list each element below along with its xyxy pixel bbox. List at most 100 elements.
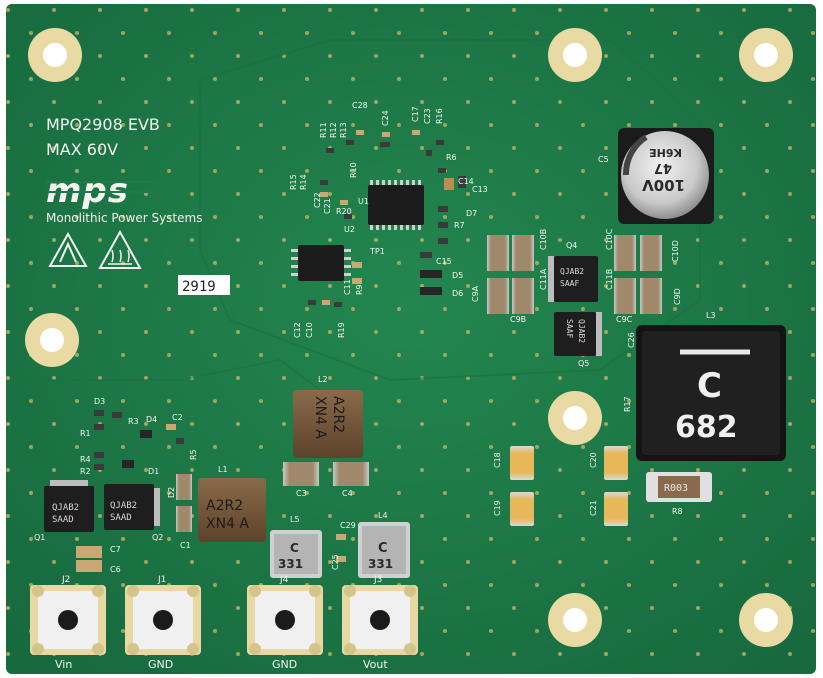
board-voltage-rating: MAX 60V (46, 140, 118, 159)
inductor-l1: A2R2 XN4 A (176, 474, 266, 542)
svg-text:C12: C12 (293, 322, 302, 338)
svg-text:L5: L5 (290, 515, 300, 524)
svg-text:C1: C1 (180, 541, 191, 550)
svg-text:C20: C20 (589, 452, 598, 468)
svg-text:SAAF: SAAF (560, 279, 579, 288)
svg-text:C: C (697, 366, 722, 406)
svg-text:C15: C15 (436, 257, 452, 266)
svg-text:R13: R13 (339, 122, 348, 138)
svg-text:C3: C3 (296, 489, 307, 498)
svg-text:L3: L3 (706, 311, 716, 320)
connector-label-gnd-2: GND (272, 658, 297, 671)
svg-text:331: 331 (278, 557, 303, 571)
svg-text:682: 682 (675, 410, 738, 445)
svg-text:100V: 100V (642, 176, 685, 194)
svg-text:SAAF: SAAF (565, 319, 574, 338)
svg-text:C19: C19 (493, 500, 502, 516)
svg-text:C17: C17 (411, 106, 420, 122)
svg-text:R6: R6 (446, 153, 457, 162)
svg-text:R14: R14 (299, 174, 308, 190)
connector-label-gnd-1: GND (148, 658, 173, 671)
svg-text:D3: D3 (94, 397, 105, 406)
svg-text:C10B: C10B (539, 229, 548, 250)
svg-text:R9: R9 (355, 284, 364, 295)
svg-text:L2: L2 (318, 375, 328, 384)
svg-text:A2R2: A2R2 (330, 396, 346, 433)
svg-text:C24: C24 (381, 110, 390, 126)
svg-text:C21: C21 (323, 198, 332, 214)
svg-text:QJAB2: QJAB2 (560, 267, 584, 276)
svg-text:R20: R20 (336, 207, 352, 216)
power-inductor-l3: C 682 (636, 325, 786, 461)
svg-text:R003: R003 (664, 483, 688, 494)
reference-designators: C28 R11 R12 R13 C24 C17 C23 R16 R6 R15 R… (34, 101, 716, 574)
svg-text:K6HE: K6HE (649, 146, 682, 159)
svg-text:C4: C4 (342, 489, 353, 498)
svg-text:QJAB2: QJAB2 (577, 319, 586, 343)
connector-ref-j3: J3 (373, 575, 382, 585)
svg-text:C13: C13 (472, 185, 488, 194)
svg-text:R17: R17 (623, 396, 632, 412)
svg-text:C11: C11 (343, 279, 352, 295)
svg-text:Q1: Q1 (34, 533, 45, 542)
svg-text:C7: C7 (110, 545, 121, 554)
svg-text:R5: R5 (189, 449, 198, 460)
svg-text:C9D: C9D (673, 288, 682, 305)
svg-text:XN4 A: XN4 A (312, 396, 328, 439)
mosfet-q5: QJAB2 SAAF (554, 312, 602, 356)
svg-text:U1: U1 (358, 197, 369, 206)
svg-text:R15: R15 (289, 174, 298, 190)
svg-text:C18: C18 (493, 452, 502, 468)
svg-text:A2R2: A2R2 (206, 498, 243, 514)
svg-text:L1: L1 (218, 465, 228, 474)
svg-text:R11: R11 (319, 122, 328, 138)
svg-text:D6: D6 (452, 289, 463, 298)
svg-text:C9A: C9A (471, 285, 480, 302)
svg-text:C10D: C10D (671, 240, 680, 262)
svg-text:L4: L4 (378, 511, 388, 520)
svg-text:C14: C14 (458, 177, 474, 186)
svg-text:R10: R10 (349, 162, 358, 178)
mps-logo: mps (46, 171, 158, 211)
svg-text:QJAB2: QJAB2 (52, 503, 79, 513)
inductor-l2: A2R2 XN4 A (283, 390, 369, 486)
svg-text:QJAB2: QJAB2 (110, 501, 137, 511)
svg-text:C: C (378, 541, 388, 556)
mosfet-q4: QJAB2 SAAF (548, 256, 598, 302)
svg-text:C10: C10 (305, 322, 314, 338)
connector-ref-j4: J4 (279, 575, 289, 585)
svg-text:Q5: Q5 (578, 359, 589, 368)
connector-label-vout: Vout (363, 658, 388, 671)
svg-text:R3: R3 (128, 417, 139, 426)
svg-text:U2: U2 (344, 225, 355, 234)
electrolytic-capacitor-c5: 100V 47 K6HE (618, 128, 714, 224)
current-sense-resistor-r8: R003 (646, 472, 712, 502)
svg-text:331: 331 (368, 557, 393, 571)
svg-text:R2: R2 (80, 467, 91, 476)
svg-text:C21: C21 (589, 500, 598, 516)
svg-text:SAAD: SAAD (52, 515, 74, 525)
svg-text:SAAD: SAAD (110, 513, 132, 523)
output-capacitors-yellow (510, 446, 628, 526)
connector-j2 (30, 585, 106, 655)
svg-text:Q4: Q4 (566, 241, 577, 250)
mosfet-q1: QJAB2 SAAD (44, 480, 94, 532)
svg-text:XN4 A: XN4 A (206, 516, 249, 532)
connector-ref-j2: J2 (61, 575, 70, 585)
svg-text:C11A: C11A (539, 268, 548, 290)
svg-text:C29: C29 (340, 521, 356, 530)
input-stage-passives (76, 410, 184, 572)
company-name: Monolithic Power Systems (46, 211, 202, 225)
svg-text:C11B: C11B (605, 269, 614, 290)
svg-text:47: 47 (654, 160, 672, 175)
svg-text:D7: D7 (466, 209, 477, 218)
svg-text:C: C (290, 541, 299, 555)
controller-ic-u1 (368, 180, 424, 230)
svg-text:C28: C28 (352, 101, 368, 110)
mounting-holes (25, 28, 793, 647)
svg-text:C26: C26 (627, 332, 636, 348)
svg-text:C6: C6 (110, 565, 121, 574)
svg-text:C9C: C9C (616, 315, 633, 324)
svg-text:R19: R19 (337, 322, 346, 338)
svg-text:D5: D5 (452, 271, 463, 280)
